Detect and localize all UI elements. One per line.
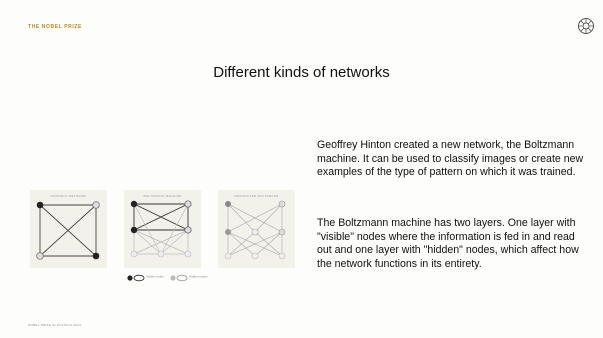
node xyxy=(278,200,286,208)
node xyxy=(225,201,231,207)
footer-text: NOBEL PRIZE IN PHYSICS 2024 xyxy=(28,323,82,327)
brand-label: THE NOBEL PRIZE xyxy=(28,24,82,30)
panel-caption: BOLTZMANN MACHINE xyxy=(143,194,182,198)
paragraph-boltzmann-layers: The Boltzmann machine has two layers. On… xyxy=(317,217,579,270)
node xyxy=(251,228,259,236)
node xyxy=(225,229,231,235)
node xyxy=(278,228,286,236)
node xyxy=(224,252,232,260)
slide-title: Different kinds of networks xyxy=(213,64,390,81)
node xyxy=(36,201,44,209)
panel-caption: HOPFIELD NETWORK xyxy=(50,194,87,198)
node xyxy=(184,226,192,234)
node xyxy=(278,252,286,260)
node xyxy=(36,252,44,260)
node xyxy=(130,200,138,208)
node xyxy=(130,226,138,234)
node xyxy=(184,200,192,208)
hopfield-network-diagram: HOPFIELD NETWORK xyxy=(30,190,107,268)
node xyxy=(184,250,192,258)
legend-hidden-label: Hidden nodes xyxy=(189,274,208,278)
boltzmann-machine-diagram: BOLTZMANN MACHINE xyxy=(124,190,201,268)
legend-visible-label: Visible nodes xyxy=(146,274,164,278)
node xyxy=(92,252,100,260)
paragraph-boltzmann-intro: Geoffrey Hinton created a new network, t… xyxy=(317,139,584,179)
node xyxy=(157,250,165,258)
nobel-medal-icon xyxy=(578,18,594,34)
node xyxy=(92,201,100,209)
node xyxy=(251,252,259,260)
node xyxy=(130,250,138,258)
restricted-boltzmann-diagram: RESTRICTED BOLTZMANN xyxy=(218,190,295,268)
panel-caption: RESTRICTED BOLTZMANN xyxy=(234,194,279,198)
node-legend: Visible nodes Hidden nodes xyxy=(127,274,208,282)
